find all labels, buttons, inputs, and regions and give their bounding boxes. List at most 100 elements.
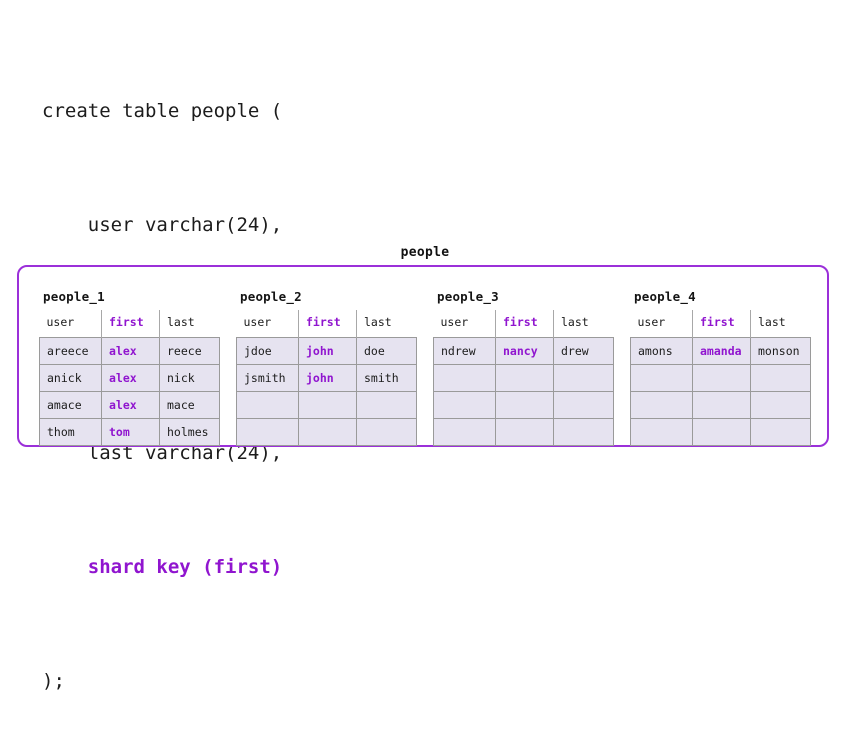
cell-first: alex bbox=[101, 391, 160, 419]
table-row bbox=[433, 418, 614, 446]
table-row bbox=[236, 391, 417, 419]
column-header-last: last bbox=[758, 315, 786, 329]
cell-user: anick bbox=[39, 364, 102, 392]
table-header-row: user first last bbox=[433, 310, 614, 338]
cell-first: john bbox=[298, 364, 357, 392]
cell-last bbox=[356, 391, 417, 419]
cell-last bbox=[553, 418, 614, 446]
table-row bbox=[433, 391, 614, 419]
column-header-user: user bbox=[433, 310, 496, 338]
shards-row: people_1 user first last areece alex ree… bbox=[19, 267, 827, 446]
column-header-user: user bbox=[39, 310, 102, 338]
column-header-first: first bbox=[692, 310, 751, 338]
shard-table-4: user first last amons amanda monson bbox=[630, 310, 811, 446]
table-row: jsmith john smith bbox=[236, 364, 417, 392]
column-header-user: user bbox=[236, 310, 299, 338]
table-header-row: user first last bbox=[39, 310, 220, 338]
cell-last bbox=[356, 418, 417, 446]
cell-user: amons bbox=[630, 337, 693, 365]
table-row bbox=[630, 418, 811, 446]
cell-last: reece bbox=[159, 337, 220, 365]
cell-last: mace bbox=[159, 391, 220, 419]
cell-last: holmes bbox=[159, 418, 220, 446]
cell-user bbox=[433, 418, 496, 446]
cell-first: tom bbox=[101, 418, 160, 446]
code-line-1: create table people ( bbox=[42, 100, 283, 122]
table-row bbox=[630, 391, 811, 419]
cell-first: alex bbox=[101, 337, 160, 365]
cell-last: drew bbox=[553, 337, 614, 365]
shard-name-1: people_1 bbox=[43, 289, 105, 304]
cell-last: doe bbox=[356, 337, 417, 365]
cell-first bbox=[692, 418, 751, 446]
cell-first: alex bbox=[101, 364, 160, 392]
shard-table-1: user first last areece alex reece anick … bbox=[39, 310, 220, 446]
cell-last bbox=[750, 364, 811, 392]
column-header-last: last bbox=[561, 315, 589, 329]
code-line-6: ); bbox=[42, 670, 65, 692]
cell-first: nancy bbox=[495, 337, 554, 365]
shard-people-3: people_3 user first last ndrew nancy dre… bbox=[433, 289, 614, 446]
table-row: amace alex mace bbox=[39, 391, 220, 419]
cell-user: jsmith bbox=[236, 364, 299, 392]
cell-user bbox=[630, 364, 693, 392]
table-header-row: user first last bbox=[630, 310, 811, 338]
cell-user bbox=[236, 391, 299, 419]
cell-user: areece bbox=[39, 337, 102, 365]
code-line-2: user varchar(24), bbox=[42, 214, 283, 236]
cell-user: thom bbox=[39, 418, 102, 446]
table-row: jdoe john doe bbox=[236, 337, 417, 365]
cell-last bbox=[750, 391, 811, 419]
cell-user: ndrew bbox=[433, 337, 496, 365]
cell-first: amanda bbox=[692, 337, 751, 365]
column-header-last: last bbox=[364, 315, 392, 329]
shard-container: people_1 user first last areece alex ree… bbox=[17, 265, 829, 447]
cell-user bbox=[630, 391, 693, 419]
cell-first bbox=[495, 364, 554, 392]
column-header-first: first bbox=[101, 310, 160, 338]
cell-user bbox=[433, 391, 496, 419]
table-row: amons amanda monson bbox=[630, 337, 811, 365]
table-row: areece alex reece bbox=[39, 337, 220, 365]
diagram-title: people bbox=[400, 245, 450, 260]
table-row bbox=[433, 364, 614, 392]
cell-last: monson bbox=[750, 337, 811, 365]
table-row: anick alex nick bbox=[39, 364, 220, 392]
cell-first bbox=[495, 418, 554, 446]
cell-first bbox=[298, 391, 357, 419]
column-header-first: first bbox=[495, 310, 554, 338]
cell-last bbox=[750, 418, 811, 446]
cell-user bbox=[630, 418, 693, 446]
cell-first bbox=[495, 391, 554, 419]
cell-user bbox=[236, 418, 299, 446]
code-line-shard-key: shard key (first) bbox=[42, 556, 283, 578]
table-row: ndrew nancy drew bbox=[433, 337, 614, 365]
column-header-user: user bbox=[630, 310, 693, 338]
column-header-last: last bbox=[167, 315, 195, 329]
shard-name-4: people_4 bbox=[634, 289, 696, 304]
table-header-row: user first last bbox=[236, 310, 417, 338]
table-row: thom tom holmes bbox=[39, 418, 220, 446]
cell-user: amace bbox=[39, 391, 102, 419]
cell-user: jdoe bbox=[236, 337, 299, 365]
cell-last: smith bbox=[356, 364, 417, 392]
column-header-first: first bbox=[298, 310, 357, 338]
shard-name-3: people_3 bbox=[437, 289, 499, 304]
table-row bbox=[236, 418, 417, 446]
shard-people-2: people_2 user first last jdoe john doe bbox=[236, 289, 417, 446]
code-line-4: last varchar(24), bbox=[42, 442, 283, 464]
shard-table-3: user first last ndrew nancy drew bbox=[433, 310, 614, 446]
cell-last bbox=[553, 364, 614, 392]
cell-first bbox=[692, 364, 751, 392]
cell-first bbox=[298, 418, 357, 446]
table-row bbox=[630, 364, 811, 392]
shard-people-1: people_1 user first last areece alex ree… bbox=[39, 289, 220, 446]
cell-last bbox=[553, 391, 614, 419]
shard-people-4: people_4 user first last amons amanda mo… bbox=[630, 289, 811, 446]
cell-first: john bbox=[298, 337, 357, 365]
shard-table-2: user first last jdoe john doe jsmith joh… bbox=[236, 310, 417, 446]
cell-first bbox=[692, 391, 751, 419]
cell-user bbox=[433, 364, 496, 392]
shard-name-2: people_2 bbox=[240, 289, 302, 304]
cell-last: nick bbox=[159, 364, 220, 392]
